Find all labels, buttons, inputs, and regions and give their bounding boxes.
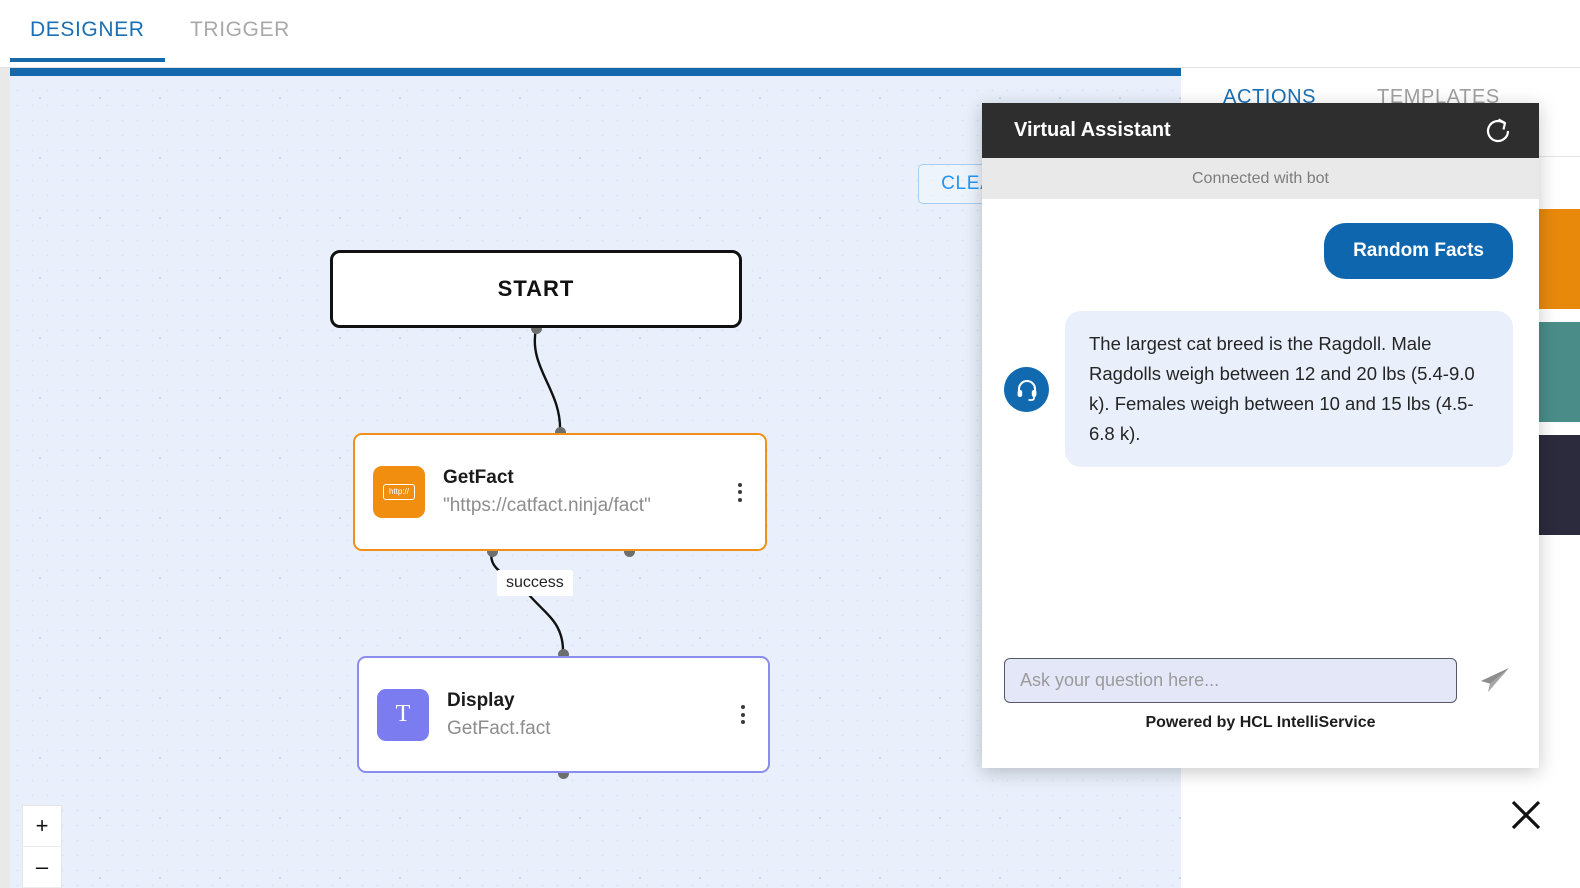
node-getfact-subtitle: "https://catfact.ninja/fact" [443, 495, 651, 516]
http-icon: http:// [373, 466, 425, 518]
bot-message-bubble: The largest cat breed is the Ragdoll. Ma… [1065, 311, 1513, 467]
text-icon: T [377, 688, 429, 741]
headset-icon [1004, 366, 1049, 412]
port-getfact-out-error[interactable] [624, 546, 635, 557]
node-display-menu-icon[interactable] [728, 705, 758, 724]
node-getfact-body: GetFact "https://catfact.ninja/fact" [443, 467, 725, 517]
close-icon[interactable] [1504, 793, 1548, 837]
port-display-in[interactable] [558, 649, 569, 660]
port-getfact-in[interactable] [555, 427, 566, 438]
chat-header: Virtual Assistant [982, 103, 1539, 158]
chat-status-bar: Connected with bot [982, 158, 1539, 199]
tab-templates[interactable]: TEMPLATES [1377, 86, 1500, 108]
port-display-out[interactable] [558, 768, 569, 779]
chat-footer: Powered by HCL IntelliService [1145, 714, 1376, 731]
virtual-assistant-panel: Virtual Assistant Connected with bot Ran… [982, 103, 1539, 768]
chat-message-user: Random Facts [1004, 223, 1513, 279]
tab-actions[interactable]: ACTIONS [1223, 86, 1317, 108]
node-start[interactable]: START [330, 250, 742, 328]
chat-input-row [982, 646, 1539, 714]
chat-message-bot: The largest cat breed is the Ragdoll. Ma… [1004, 311, 1513, 467]
http-icon-label: http:// [382, 484, 415, 500]
tab-designer[interactable]: DESIGNER [10, 18, 164, 62]
port-start-out[interactable] [531, 323, 542, 334]
node-display[interactable]: T Display GetFact.fact [357, 656, 770, 773]
zoom-out-icon[interactable]: – [23, 847, 61, 888]
chat-message-list[interactable]: Random Facts The largest cat breed is th… [982, 199, 1539, 646]
send-icon[interactable] [1469, 660, 1519, 700]
node-display-title: Display [447, 689, 515, 711]
top-tab-bar: DESIGNER TRIGGER [0, 0, 1580, 68]
text-icon-label: T [395, 701, 411, 727]
zoom-controls: + – [22, 805, 62, 888]
tab-trigger[interactable]: TRIGGER [190, 18, 290, 41]
zoom-in-icon[interactable]: + [23, 806, 61, 847]
user-message-bubble: Random Facts [1324, 223, 1513, 279]
refresh-icon[interactable] [1483, 116, 1513, 146]
node-getfact[interactable]: http:// GetFact "https://catfact.ninja/f… [353, 433, 767, 551]
port-getfact-out-success[interactable] [487, 546, 498, 557]
node-display-body: Display GetFact.fact [447, 690, 728, 740]
chat-input[interactable] [1004, 657, 1457, 703]
edge-label-success: success [497, 570, 573, 596]
node-getfact-title: GetFact [443, 467, 514, 488]
canvas-top-accent-bar [10, 68, 1181, 76]
node-getfact-menu-icon[interactable] [725, 482, 755, 502]
chat-title: Virtual Assistant [1014, 119, 1171, 141]
node-display-subtitle: GetFact.fact [447, 717, 551, 739]
